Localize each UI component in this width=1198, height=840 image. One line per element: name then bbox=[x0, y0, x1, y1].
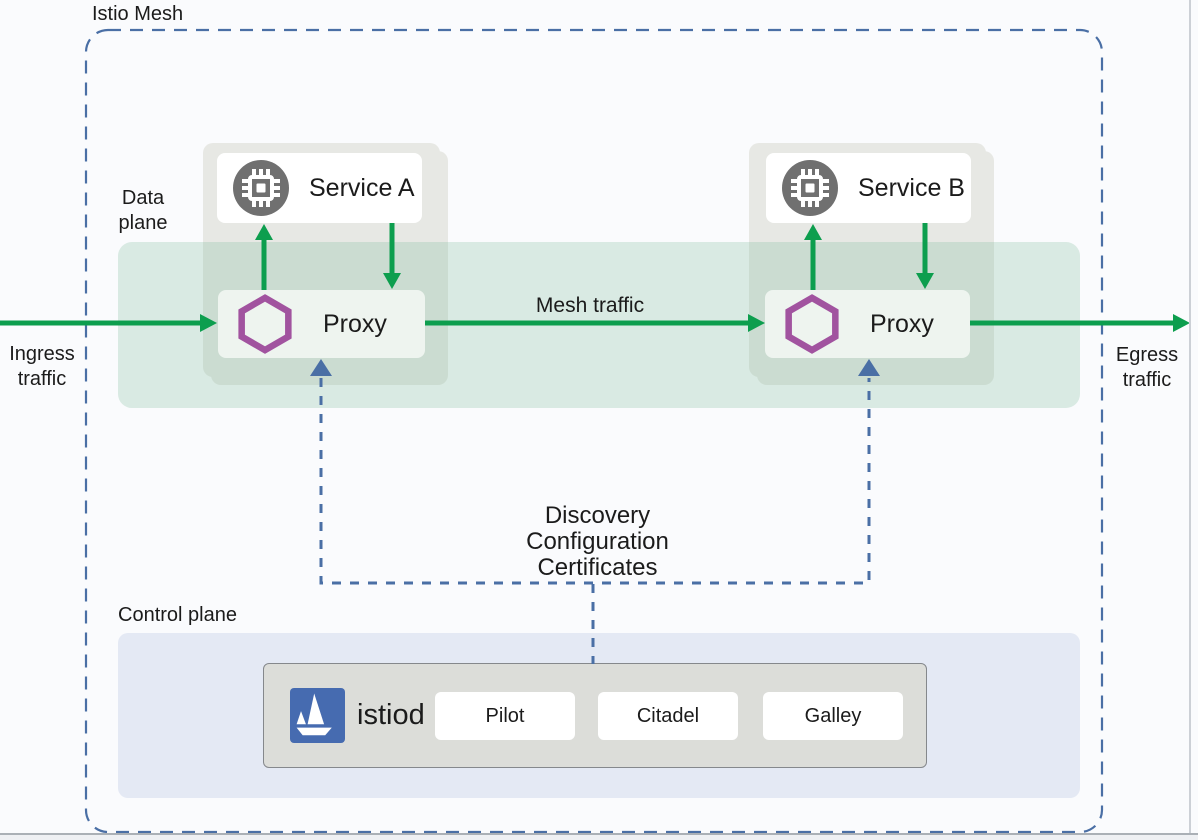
istio-sail-logo-icon bbox=[290, 688, 345, 743]
service-a-label: Service A bbox=[309, 173, 415, 202]
proxy-a-box: Proxy bbox=[218, 290, 425, 358]
bottom-page-strip bbox=[0, 835, 1198, 840]
configuration-line: Configuration bbox=[526, 528, 669, 555]
proxy-b-label: Proxy bbox=[870, 309, 934, 338]
istio-mesh-title: Istio Mesh bbox=[92, 3, 184, 25]
data-plane-label: Data plane bbox=[118, 187, 168, 234]
proxy-a-label: Proxy bbox=[323, 309, 387, 338]
discovery-line: Discovery bbox=[544, 502, 651, 529]
mesh-traffic-label: Mesh traffic bbox=[535, 294, 645, 317]
chip-icon bbox=[233, 160, 289, 216]
discovery-configuration-certificates-label: Discovery Configuration Certificates bbox=[495, 503, 700, 581]
service-b-card: Service B bbox=[766, 153, 971, 223]
citadel-label: Citadel bbox=[636, 704, 700, 727]
istiod-label: istiod bbox=[357, 699, 425, 731]
right-page-edge bbox=[1189, 0, 1191, 834]
citadel-box: Citadel bbox=[598, 692, 738, 740]
control-plane-label: Control plane bbox=[118, 604, 237, 626]
bottom-page-edge bbox=[0, 833, 1198, 835]
egress-traffic-label: Egress traffic bbox=[1115, 344, 1179, 391]
pilot-label: Pilot bbox=[485, 704, 525, 727]
certificates-line: Certificates bbox=[537, 554, 658, 581]
chip-icon bbox=[782, 160, 838, 216]
ingress-traffic-label: Ingress traffic bbox=[9, 343, 75, 390]
galley-box: Galley bbox=[763, 692, 903, 740]
service-b-label: Service B bbox=[858, 173, 965, 202]
galley-label: Galley bbox=[804, 704, 862, 727]
service-a-card: Service A bbox=[217, 153, 422, 223]
istio-sail-glyph bbox=[296, 693, 332, 736]
pilot-box: Pilot bbox=[435, 692, 575, 740]
proxy-b-box: Proxy bbox=[765, 290, 970, 358]
envoy-proxy-hexagon-icon bbox=[238, 294, 292, 354]
envoy-proxy-hexagon-icon bbox=[785, 294, 839, 354]
